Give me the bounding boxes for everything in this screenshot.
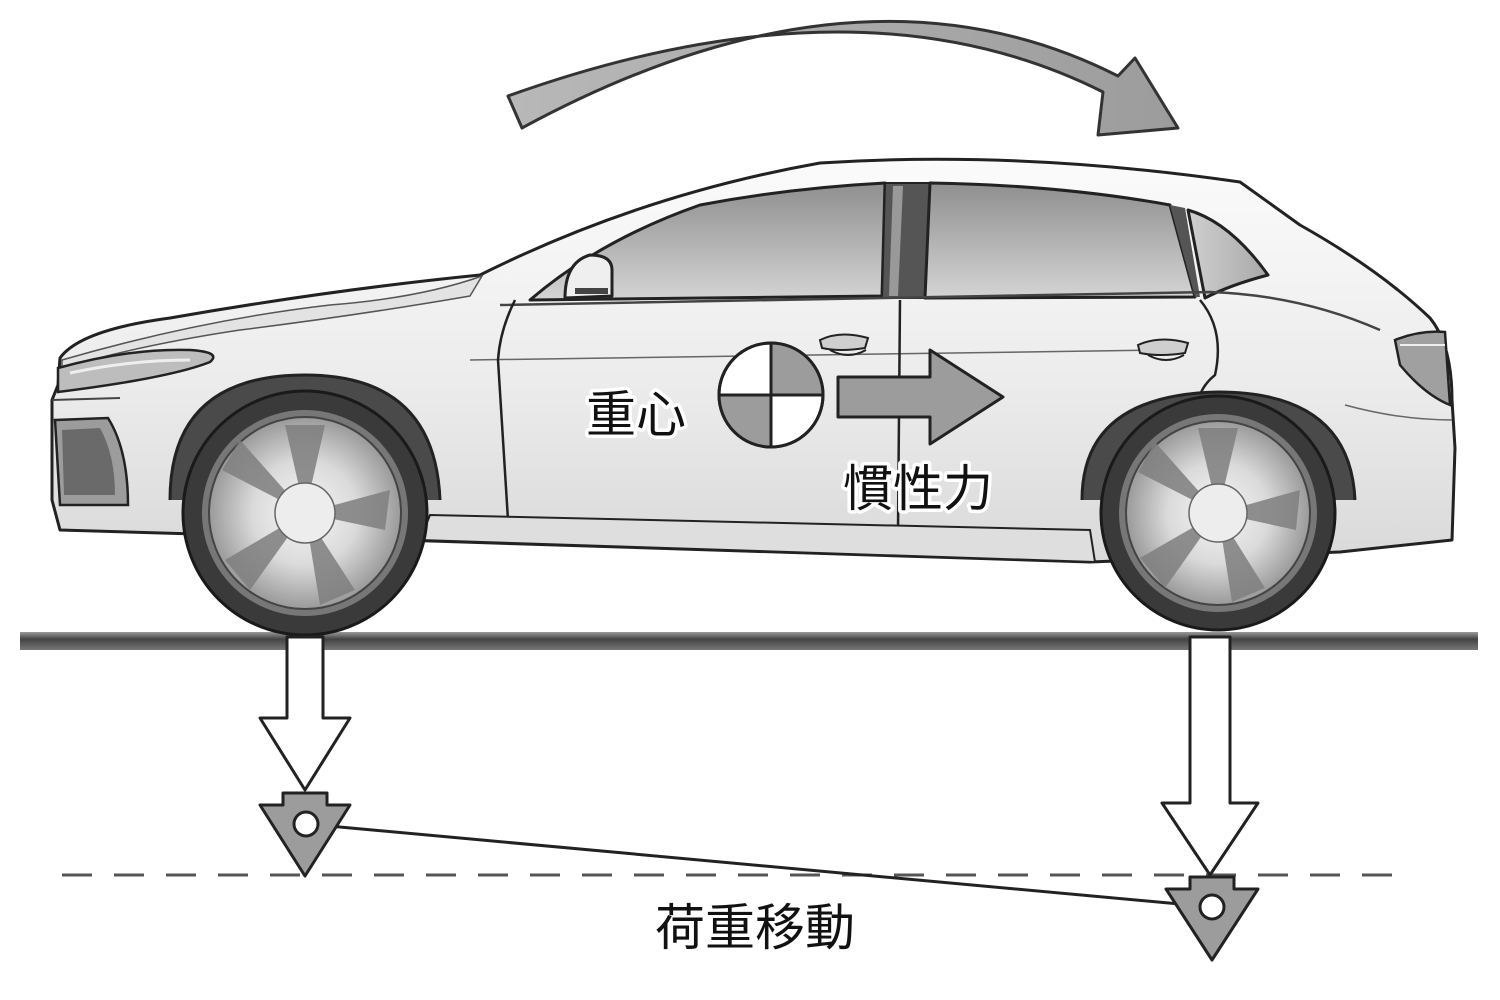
c-pillar: [1170, 205, 1200, 297]
side-mirror: [563, 253, 614, 300]
tail-light: [1393, 330, 1452, 407]
load-transfer-line: [306, 822, 1213, 909]
b-pillar: [880, 182, 932, 299]
rear-wheel: [1099, 394, 1337, 632]
front-wheel: [181, 389, 429, 637]
pitch-arrow-icon: [506, 19, 1180, 137]
load-transfer-label: 荷重移動: [655, 899, 855, 957]
rear-door-handle: [1136, 338, 1190, 356]
ground-line: [20, 632, 1478, 650]
front-load-arrow-icon: [258, 635, 352, 792]
front-load-pivot-icon: [258, 791, 352, 878]
rear-load-pivot-icon: [1164, 875, 1260, 962]
front-door-handle: [818, 333, 870, 351]
rear-load-arrow-icon: [1160, 635, 1260, 877]
center-of-gravity-icon: [717, 341, 825, 449]
inertia-arrow-icon: [836, 348, 1005, 446]
inertia-force-label: 慣性力: [843, 460, 993, 518]
center-of-gravity-label: 重心: [586, 386, 686, 444]
rear-side-window: [923, 181, 1197, 300]
